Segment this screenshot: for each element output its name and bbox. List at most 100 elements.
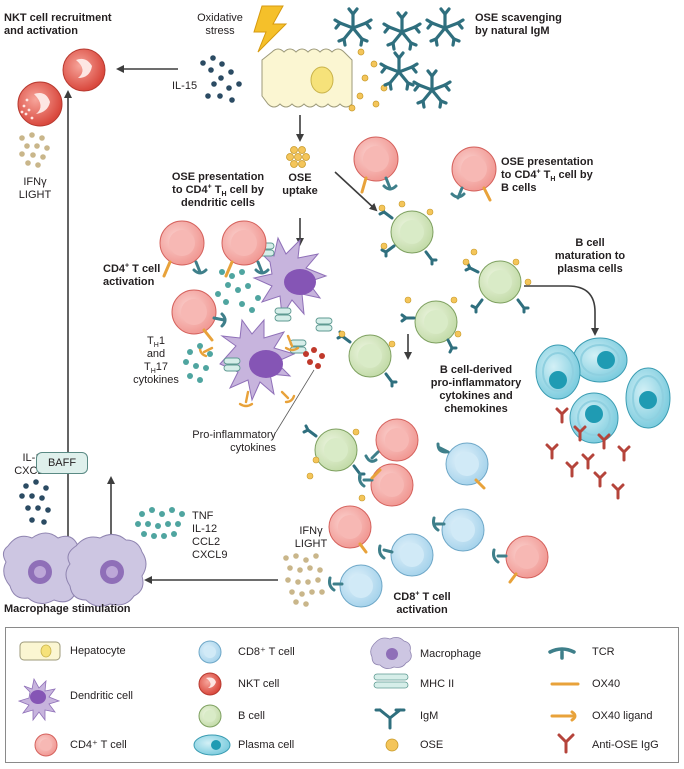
bderived-line1: B cell-derived <box>439 364 513 376</box>
ifng-light-dots-bottom <box>283 553 325 607</box>
th-line2: and <box>146 348 166 360</box>
legend-macrophage: Macrophage <box>420 648 482 660</box>
b-pres-2d: H <box>550 176 556 184</box>
ose-dots-hepatocyte <box>348 48 388 112</box>
il15-dots-top <box>200 55 242 103</box>
legend-antiose: Anti-OSE IgG <box>592 739 659 751</box>
ox40-ligand-marks <box>198 334 300 408</box>
il15-top-label: IL-15 <box>172 80 198 92</box>
proinflammatory-dots <box>303 347 325 369</box>
lightning-icon <box>253 5 288 53</box>
b-presentation-label: OSE presentation to CD4+ TH cell by B ce… <box>501 156 593 195</box>
th-line1: TH1 <box>128 335 184 350</box>
dc-pres-2d: H <box>221 191 227 199</box>
macrophage-stimulation-label: Macrophage stimulation <box>4 603 131 615</box>
th-1a: T <box>147 335 154 347</box>
nkt-title-line1: NKT cell recruitment <box>4 12 112 24</box>
macrophages <box>2 532 147 607</box>
legend <box>5 627 679 763</box>
legend-nkt: NKT cell <box>238 678 280 690</box>
bderived-line2: pro-inflammatory <box>430 377 522 389</box>
bderived-line4: chemokines <box>444 403 508 415</box>
dendritic-cells <box>219 236 328 402</box>
arrow-ose-to-bcells <box>334 171 378 212</box>
maturation-line3: plasma cells <box>557 263 623 275</box>
proinf-line1: Pro-inflammatory <box>192 429 276 441</box>
dc-presentation-label: OSE presentation to CD4+ TH cell by dend… <box>156 171 280 210</box>
oxidative-line2: stress <box>205 25 235 37</box>
cd4-act-1a: CD4 <box>103 263 126 275</box>
light-bottom: LIGHT <box>294 538 328 550</box>
dc-pres-2e: cell by <box>226 184 264 196</box>
ose-cluster <box>286 146 310 168</box>
legend-cd4: CD4⁺ T cell <box>70 739 127 751</box>
maturation-line2: maturation to <box>554 250 626 262</box>
plasma-cells <box>535 337 671 444</box>
dc-pres-line1: OSE presentation <box>171 171 265 183</box>
maturation-label: B cell maturation to plasma cells <box>540 237 640 276</box>
dc-pres-2c: T <box>211 184 222 196</box>
baff-box: BAFF <box>36 452 88 474</box>
b-derived-label: B cell-derived pro-inflammatory cytokine… <box>420 364 532 416</box>
ifng-light-dots-left <box>19 132 50 168</box>
legend-hepatocyte: Hepatocyte <box>70 645 126 657</box>
il15-cxcl16-dots <box>19 479 51 525</box>
legend-dendritic: Dendritic cell <box>70 690 133 702</box>
oxidative-line1: Oxidative <box>197 12 243 24</box>
legend-ose: OSE <box>420 739 444 751</box>
cd8-act-1c: T cell <box>419 591 451 603</box>
cd8-activation-label: CD8+ T cell activation <box>376 590 468 617</box>
tnf-group-label: TNF IL-12 CCL2 CXCL9 <box>192 510 227 562</box>
th-1b: H <box>153 342 159 350</box>
th-1c: 1 <box>158 335 165 347</box>
legend-ox40: OX40 <box>592 678 621 690</box>
cd4-activation-label: CD4+ T cell activation <box>103 262 161 289</box>
ifng-light-bottom-label: IFNγ LIGHT <box>286 525 336 551</box>
ose-uptake-label: OSE uptake <box>278 172 322 198</box>
anti-ose-igg-group <box>545 407 631 500</box>
ccl2: CCL2 <box>192 536 221 548</box>
proinflammatory-leader <box>275 369 315 433</box>
nkt-cells <box>17 48 106 127</box>
ose-uptake-line2: uptake <box>282 185 318 197</box>
arrows <box>64 65 599 584</box>
hepatocyte <box>261 48 353 108</box>
b-pres-2c: T <box>540 169 551 181</box>
ose-scavenging-label: OSE scavenging by natural IgM <box>475 12 562 38</box>
nkt-title-line2: and activation <box>4 25 78 37</box>
nkt-title: NKT cell recruitment and activation <box>4 12 112 38</box>
legend-ox40l: OX40 ligand <box>592 710 653 722</box>
cd4-act-1b: + <box>125 262 130 270</box>
tnf-il12-dots <box>135 507 185 539</box>
legend-bcell: B cell <box>238 710 265 722</box>
oxidative-stress-label: Oxidative stress <box>185 12 255 38</box>
igm-pentamers <box>333 7 465 109</box>
scavenging-line2: by natural IgM <box>475 25 550 37</box>
proinflammatory-label: Pro-inflammatory cytokines <box>180 429 276 455</box>
legend-mhc: MHC II <box>420 678 455 690</box>
ose-dots-on-cells <box>306 200 532 502</box>
light-left: LIGHT <box>18 189 52 201</box>
cd4-act-1c: T cell <box>129 263 161 275</box>
legend-tcr: TCR <box>592 646 615 658</box>
dc-pres-line3: dendritic cells <box>181 197 255 209</box>
legend-icons <box>17 637 580 757</box>
th-cytokines-label: TH1 and TH17 cytokines <box>128 335 184 387</box>
th-cytokine-dots <box>183 269 261 383</box>
cxcl9: CXCL9 <box>192 549 228 561</box>
scavenging-line1: OSE scavenging <box>475 12 562 24</box>
th-line3: TH17 <box>128 361 184 376</box>
ifng-bottom: IFNγ <box>299 525 323 537</box>
cd8-act-line1: CD8+ T cell <box>376 590 468 604</box>
b-pres-line3: B cells <box>501 182 537 194</box>
b-pres-2a: to CD4 <box>501 169 537 181</box>
legend-igm: IgM <box>420 710 439 722</box>
tcr-marks <box>192 176 508 592</box>
ifng-left: IFNγ <box>23 176 47 188</box>
proinf-line2: cytokines <box>230 442 276 454</box>
th-3b: H <box>150 368 156 376</box>
legend-cd8: CD8⁺ T cell <box>238 646 295 658</box>
b-pres-2b: + <box>536 168 541 176</box>
cd8-act-1b: + <box>415 590 420 598</box>
